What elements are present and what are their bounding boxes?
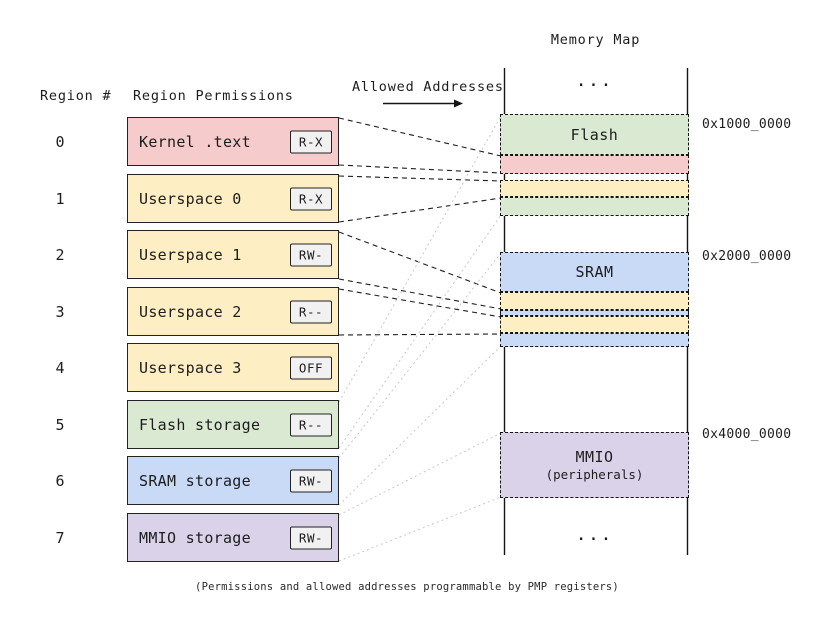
mapping-line-mmio-top: [338, 432, 502, 516]
mapping-line-user1-bottom: [338, 278, 502, 310]
region-box: Kernel .text R-X: [127, 117, 339, 166]
permission-badge: RW-: [289, 526, 332, 549]
region-label: Userspace 2: [139, 302, 242, 321]
memory-map-bottom-ellipsis: ...: [576, 528, 615, 544]
region-box: MMIO storage RW-: [127, 513, 339, 562]
region-number: 0: [55, 132, 65, 151]
region-row: 3 Userspace 2 R--: [0, 287, 814, 336]
region-permissions-header: Region Permissions: [133, 88, 294, 104]
region-row: 4 Userspace 3 OFF: [0, 343, 814, 392]
permission-badge: R-X: [289, 130, 332, 153]
mapping-line-sram-top: [338, 252, 502, 459]
region-row: 6 SRAM storage RW-: [0, 456, 814, 505]
memory-segment: Flash: [500, 114, 689, 155]
memory-segment: [500, 155, 689, 174]
memory-segment: [500, 197, 689, 216]
memory-segment: [500, 310, 689, 316]
region-box: Userspace 0 R-X: [127, 174, 339, 223]
allowed-addresses-arrow-icon: [383, 99, 463, 108]
memory-address-label: 0x2000_0000: [702, 249, 792, 264]
region-label: SRAM storage: [139, 471, 251, 490]
region-label: Flash storage: [139, 415, 261, 434]
region-number: 3: [55, 302, 65, 321]
region-label: MMIO storage: [139, 528, 251, 547]
region-number: 1: [55, 189, 65, 208]
permission-badge: R-X: [289, 187, 332, 210]
memory-segment: MMIO(peripherals): [500, 432, 689, 498]
permission-badge: R--: [289, 413, 332, 436]
region-row: 7 MMIO storage RW-: [0, 513, 814, 562]
region-box: SRAM storage RW-: [127, 456, 339, 505]
permission-badge: RW-: [289, 469, 332, 492]
memory-segment: [500, 292, 689, 310]
region-number: 4: [55, 358, 65, 377]
mapping-line-kernel-top: [338, 117, 502, 157]
permission-badge: OFF: [289, 356, 332, 379]
region-number: 7: [55, 528, 65, 547]
memory-segment: [500, 180, 689, 197]
region-row: 1 Userspace 0 R-X: [0, 174, 814, 223]
memory-segment-label: Flash: [570, 125, 619, 144]
region-box: Userspace 1 RW-: [127, 230, 339, 279]
mapping-line-user2-top: [338, 288, 502, 318]
memory-segment: SRAM: [500, 252, 689, 292]
region-label: Userspace 0: [139, 189, 242, 208]
mapping-line-kernel-bottom: [338, 164, 502, 174]
memory-address-label: 0x1000_0000: [702, 117, 792, 132]
memory-segment-sublabel: (peripherals): [545, 467, 644, 482]
allowed-addresses-header: Allowed Addresses: [352, 79, 504, 95]
mapping-line-user0-bottom: [338, 197, 502, 223]
mapping-line-mmio-bottom: [338, 496, 502, 562]
region-number: 5: [55, 415, 65, 434]
mapping-line-user0-top: [338, 175, 502, 182]
region-number-header: Region #: [40, 88, 112, 104]
memory-segment: [500, 316, 689, 333]
memory-segment: [500, 333, 689, 347]
region-box: Userspace 3 OFF: [127, 343, 339, 392]
region-label: Userspace 1: [139, 245, 242, 264]
region-row: 2 Userspace 1 RW-: [0, 230, 814, 279]
region-label: Userspace 3: [139, 358, 242, 377]
memory-address-label: 0x4000_0000: [702, 427, 792, 442]
region-box: Flash storage R--: [127, 400, 339, 449]
mapping-line-user1-top: [338, 231, 502, 294]
mapping-line-user2-bottom: [338, 333, 502, 336]
diagram-caption: (Permissions and allowed addresses progr…: [195, 581, 619, 593]
region-number: 6: [55, 471, 65, 490]
mapping-line-flash-bottom: [338, 214, 502, 449]
permission-badge: R--: [289, 300, 332, 323]
region-box: Userspace 2 R--: [127, 287, 339, 336]
region-row: 0 Kernel .text R-X: [0, 117, 814, 166]
region-number: 2: [55, 245, 65, 264]
region-label: Kernel .text: [139, 132, 251, 151]
memory-segment-label: SRAM: [575, 263, 614, 281]
memory-segment-label: MMIO: [575, 448, 614, 466]
memory-map-header: Memory Map: [550, 32, 641, 48]
memory-map-top-ellipsis: ...: [576, 74, 615, 90]
region-row: 5 Flash storage R--: [0, 400, 814, 449]
permission-badge: RW-: [289, 243, 332, 266]
